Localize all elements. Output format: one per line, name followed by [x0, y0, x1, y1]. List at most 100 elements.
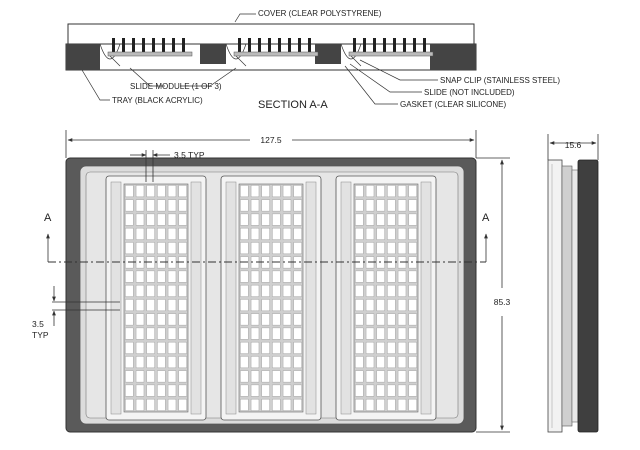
well [408, 370, 417, 383]
well [272, 185, 281, 198]
well [272, 327, 281, 340]
module-rib [142, 38, 145, 54]
well [250, 227, 260, 240]
well [261, 185, 270, 198]
well [157, 327, 166, 340]
well [282, 384, 292, 397]
well [240, 341, 249, 354]
well [135, 398, 145, 411]
well [397, 356, 407, 369]
well [125, 299, 134, 312]
well [178, 341, 187, 354]
well [282, 227, 292, 240]
well [282, 242, 292, 255]
well [261, 199, 270, 212]
section-title: SECTION A-A [258, 99, 328, 111]
leader-slide-module-b [180, 67, 237, 87]
well [146, 370, 155, 383]
well [250, 242, 260, 255]
well [240, 327, 249, 340]
well [125, 370, 134, 383]
well [282, 270, 292, 283]
well [167, 185, 177, 198]
well [387, 384, 396, 397]
well [293, 270, 302, 283]
module-gasket [123, 183, 189, 413]
well [146, 213, 155, 226]
well [125, 270, 134, 283]
tray-web-2 [315, 44, 341, 64]
well [157, 356, 166, 369]
module-rib [248, 38, 251, 54]
well [293, 398, 302, 411]
well [146, 341, 155, 354]
well [272, 370, 281, 383]
snap-clip-3 [340, 43, 362, 67]
well [282, 299, 292, 312]
well [146, 327, 155, 340]
well [387, 242, 396, 255]
pitch-left-suffix: TYP [32, 330, 49, 340]
well [272, 313, 281, 326]
well [293, 327, 302, 340]
well [240, 270, 249, 283]
well [261, 313, 270, 326]
well [376, 341, 385, 354]
well [250, 185, 260, 198]
well [167, 242, 177, 255]
well [397, 270, 407, 283]
well [261, 227, 270, 240]
well [387, 341, 396, 354]
well [167, 356, 177, 369]
well [135, 341, 145, 354]
well [355, 398, 364, 411]
side-gasket [561, 165, 573, 427]
well [293, 213, 302, 226]
well [146, 227, 155, 240]
leader-slide-module-a [129, 67, 165, 87]
well [178, 398, 187, 411]
well [387, 284, 396, 297]
well [387, 398, 396, 411]
module-rib [383, 38, 386, 54]
well [261, 299, 270, 312]
tray-end-right [430, 44, 476, 70]
well [157, 185, 166, 198]
well [365, 299, 375, 312]
well [272, 213, 281, 226]
module-rib [162, 38, 165, 54]
height-dim-label: 85.3 [494, 297, 511, 307]
well [387, 313, 396, 326]
well [135, 185, 145, 198]
well [135, 299, 145, 312]
well [167, 227, 177, 240]
well [272, 199, 281, 212]
module-rib [112, 38, 115, 54]
side-view: 15.6 [547, 134, 599, 433]
module-rail-left [110, 181, 122, 415]
well [240, 213, 249, 226]
well [272, 299, 281, 312]
well [365, 398, 375, 411]
well [125, 185, 134, 198]
well [250, 299, 260, 312]
well [387, 370, 396, 383]
well [293, 356, 302, 369]
well [146, 199, 155, 212]
module-rib [182, 38, 185, 54]
module-rail-right [420, 181, 432, 415]
side-slide [571, 169, 579, 423]
module-rib [393, 38, 396, 54]
well [365, 199, 375, 212]
well [355, 270, 364, 283]
well [408, 185, 417, 198]
module-gasket [353, 183, 419, 413]
slide-module [335, 175, 437, 421]
well [293, 284, 302, 297]
well [250, 313, 260, 326]
snap-clip-2 [225, 43, 247, 67]
well [135, 370, 145, 383]
well [376, 327, 385, 340]
well [250, 213, 260, 226]
well [376, 227, 385, 240]
